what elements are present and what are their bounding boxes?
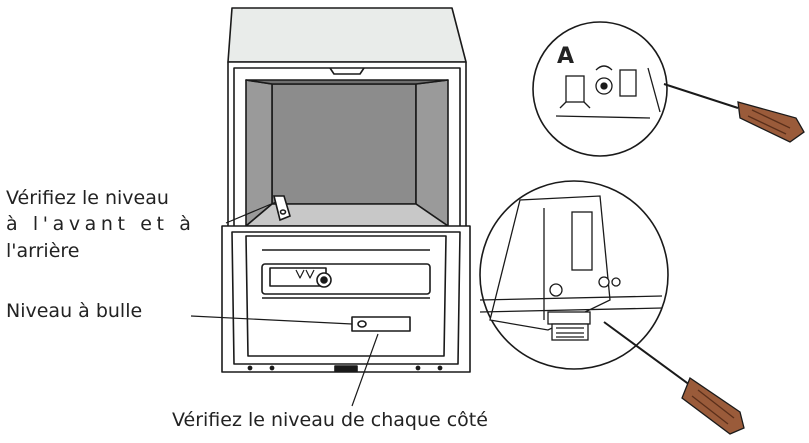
label-bubble-level: Niveau à bulle xyxy=(6,300,143,322)
leader-line-bubble xyxy=(190,315,353,325)
screwdriver-a xyxy=(663,83,805,143)
detail-a-circle xyxy=(532,21,668,157)
screwdriver-b xyxy=(603,321,745,435)
side-level-tool xyxy=(272,195,291,222)
label-detail-a: A xyxy=(557,44,575,69)
leader-lines xyxy=(190,201,379,407)
label-check-front-back-line3: l'arrière xyxy=(6,240,80,262)
detail-foot-circle xyxy=(479,180,669,370)
leader-line-front-back xyxy=(225,201,277,224)
label-check-each-side: Vérifiez le niveau de chaque côté xyxy=(172,409,488,431)
label-check-front-back-line1: Vérifiez le niveau xyxy=(6,187,169,209)
dishwasher-body xyxy=(227,7,467,231)
leader-line-sides xyxy=(351,333,379,407)
label-check-front-back-line2: à l'avant et à xyxy=(6,213,196,235)
dishwasher-door xyxy=(221,225,471,373)
